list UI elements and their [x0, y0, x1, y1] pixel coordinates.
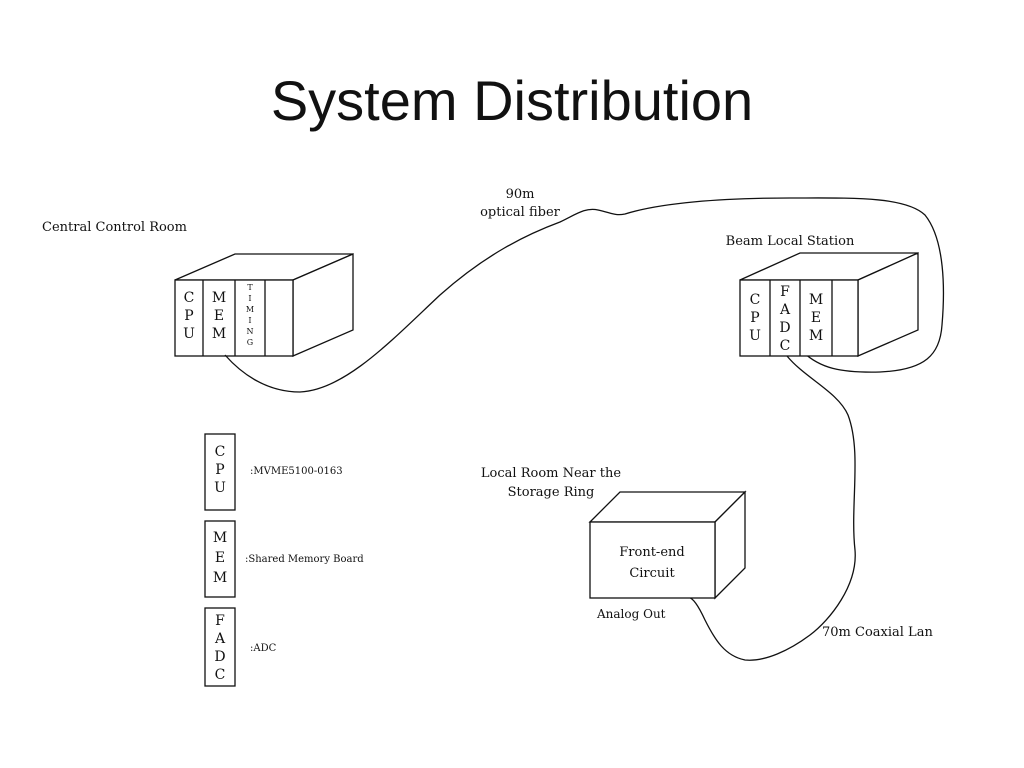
svg-text:C: C: [780, 338, 791, 354]
svg-text:U: U: [183, 326, 195, 342]
legend-mem: M E M: [204, 520, 236, 598]
svg-text:E: E: [214, 308, 224, 324]
svg-text:M: M: [213, 570, 227, 586]
beam-local-station-crate: [739, 251, 919, 357]
svg-text:G: G: [247, 338, 253, 347]
svg-text:M: M: [246, 305, 254, 314]
svg-text:C: C: [184, 290, 195, 306]
svg-text:A: A: [779, 302, 791, 318]
svg-text:D: D: [214, 649, 225, 665]
svg-text:D: D: [779, 320, 790, 336]
svg-text:T: T: [247, 283, 253, 292]
svg-text:P: P: [184, 308, 193, 324]
svg-text:E: E: [215, 550, 225, 566]
beam-local-station-label: Beam Local Station: [726, 234, 855, 249]
central-timing-slot: T I M I N G: [246, 283, 254, 347]
front-end-label-line1: Front-end: [619, 545, 684, 560]
svg-text:E: E: [811, 310, 821, 326]
svg-text:M: M: [809, 292, 823, 308]
svg-text:C: C: [750, 292, 761, 308]
svg-text:M: M: [212, 326, 226, 342]
coaxial-lan-label: 70m Coaxial Lan: [822, 625, 933, 640]
svg-text:I: I: [248, 316, 251, 325]
svg-text:C: C: [215, 444, 226, 460]
legend-fadc-desc: :ADC: [250, 643, 277, 654]
fiber-length-label: 90m: [506, 187, 535, 202]
fiber-type-label: optical fiber: [480, 205, 561, 220]
analog-out-label: Analog Out: [596, 607, 666, 621]
central-control-room-label: Central Control Room: [42, 220, 187, 235]
svg-text:F: F: [780, 284, 790, 300]
svg-text:P: P: [750, 310, 759, 326]
legend-cpu: C P U: [204, 433, 236, 511]
svg-text:P: P: [215, 462, 224, 478]
coaxial-cable: [687, 355, 856, 661]
central-cpu-slot: C P U: [183, 290, 195, 342]
svg-text:F: F: [215, 613, 225, 629]
legend-mem-desc: :Shared Memory Board: [245, 554, 364, 565]
optical-fiber-cable: [224, 197, 945, 393]
local-room-label-line2: Storage Ring: [508, 485, 595, 500]
slide-title: System Distribution: [271, 69, 753, 132]
beam-fadc-slot: F A D C: [779, 284, 791, 354]
central-mem-slot: M E M: [212, 290, 226, 342]
svg-text:N: N: [247, 327, 254, 336]
beam-cpu-slot: C P U: [749, 292, 761, 344]
svg-text:U: U: [214, 480, 226, 496]
beam-mem-slot: M E M: [809, 292, 823, 344]
svg-text:A: A: [214, 631, 226, 647]
svg-text:M: M: [809, 328, 823, 344]
central-control-crate: [174, 253, 354, 357]
svg-text:I: I: [248, 294, 251, 303]
svg-text:M: M: [213, 530, 227, 546]
svg-text:C: C: [215, 667, 226, 683]
svg-text:U: U: [749, 328, 761, 344]
svg-text:M: M: [212, 290, 226, 306]
legend-fadc: F A D C: [204, 607, 236, 687]
front-end-label-line2: Circuit: [629, 566, 675, 581]
local-room-label-line1: Local Room Near the: [481, 466, 621, 481]
front-end-circuit-box: [588, 490, 747, 600]
legend-cpu-desc: :MVME5100-0163: [250, 466, 343, 477]
